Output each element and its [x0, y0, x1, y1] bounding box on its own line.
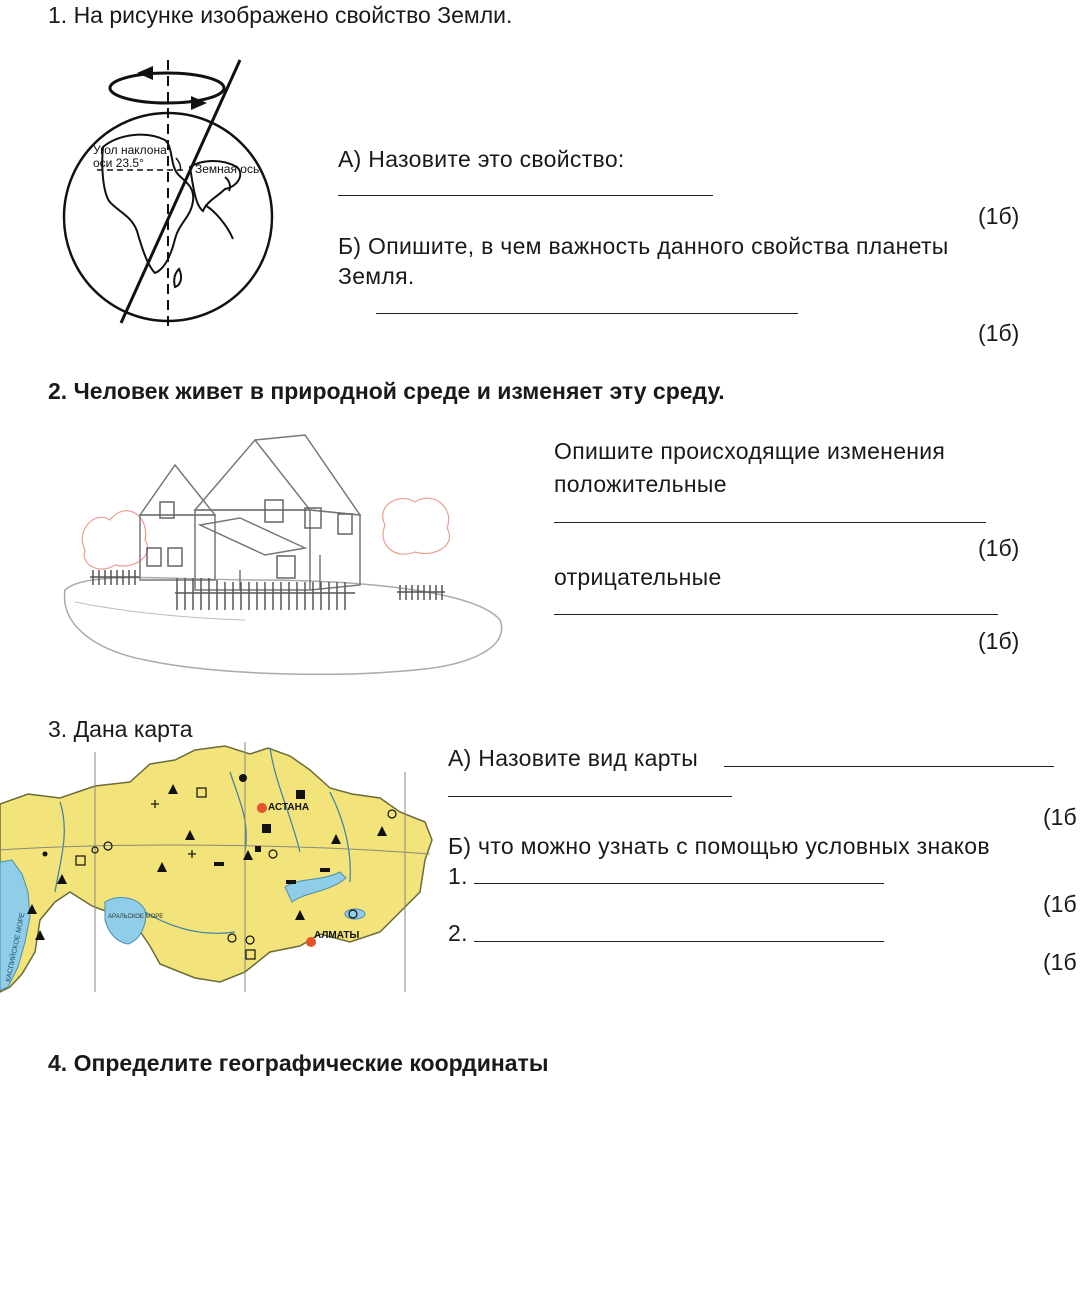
q2-positive-score: (1б) — [978, 535, 1020, 561]
tilt-angle-value: оси 23.5° — [93, 156, 144, 170]
q1-b-text-line2: Земля. — [338, 263, 415, 289]
q3-item1-score: (1б — [1043, 891, 1077, 917]
earth-tilt-figure: Угол наклона оси 23.5° Земная ось — [62, 59, 274, 327]
q2-positive-answer-line[interactable] — [554, 522, 986, 523]
q2-negative-label: отрицательные — [554, 564, 722, 590]
q2-instruction: Опишите происходящие изменения — [554, 438, 946, 464]
q3-b-text: Б) что можно узнать с помощью условных з… — [448, 833, 990, 859]
kazakhstan-map: АСТАНА АЛМАТЫ АРАЛЬСКОЕ МОРЕ КАСПИЙСКОЕ … — [0, 742, 433, 993]
q3-item1-answer-line[interactable] — [474, 883, 884, 884]
q3-item2-answer-line[interactable] — [474, 941, 884, 942]
q1-b-answer-line[interactable] — [376, 313, 798, 314]
q2-negative-answer-line[interactable] — [554, 614, 998, 615]
q3-item2-score: (1б — [1043, 949, 1077, 975]
map-city-astana: АСТАНА — [268, 802, 309, 813]
q1-a-score: (1б) — [978, 203, 1020, 229]
tilt-angle-label: Угол наклона — [93, 143, 167, 157]
q2-positive-label: положительные — [554, 471, 727, 497]
q3-a-score: (1б — [1043, 804, 1077, 830]
q3-a-text: А) Назовите вид карты — [448, 745, 699, 771]
q1-b-score: (1б) — [978, 320, 1020, 346]
map-city-almaty: АЛМАТЫ — [314, 930, 360, 941]
q3-title: 3. Дана карта — [48, 716, 193, 742]
q2-title: 2. Человек живет в природной среде и изм… — [48, 378, 725, 404]
q4-title: 4. Определите географические координаты — [48, 1050, 549, 1076]
q1-a-text: А) Назовите это свойство: — [338, 146, 625, 172]
q1-a-answer-line[interactable] — [338, 195, 713, 196]
map-aral-sea-label: АРАЛЬСКОЕ МОРЕ — [108, 914, 163, 920]
q3-a-answer-line-2[interactable] — [448, 796, 732, 797]
q3-item2-number: 2. — [448, 920, 468, 946]
q2-negative-score: (1б) — [978, 628, 1020, 654]
q1-b-text-line1: Б) Опишите, в чем важность данного свойс… — [338, 233, 949, 259]
house-illustration — [63, 434, 503, 676]
q3-a-answer-line-1[interactable] — [724, 766, 1054, 767]
earth-axis-label: Земная ось — [195, 162, 259, 176]
q1-title: 1. На рисунке изображено свойство Земли. — [48, 2, 513, 28]
q3-item1-number: 1. — [448, 863, 468, 889]
